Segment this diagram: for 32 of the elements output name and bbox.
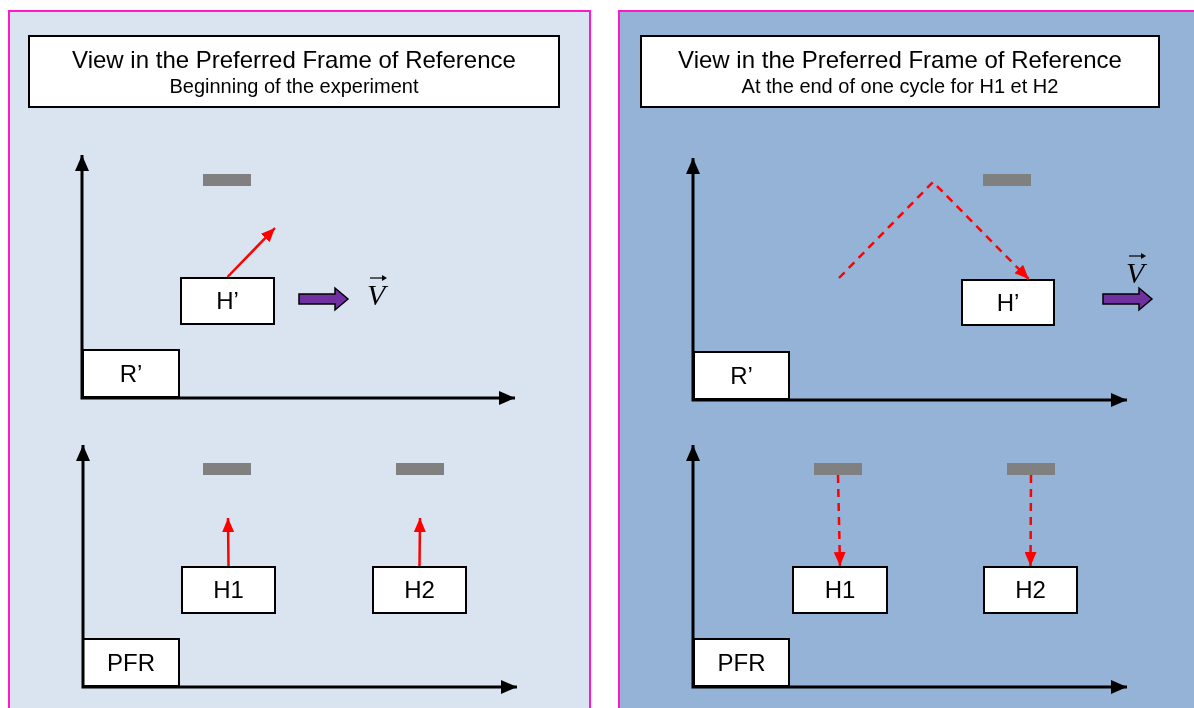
label-box: PFR [693, 638, 790, 687]
title-box [28, 35, 560, 108]
mirror-bar [1007, 463, 1055, 475]
dashed-arrow [838, 180, 1030, 280]
arrow [222, 518, 235, 566]
mirror-bar [203, 463, 251, 475]
mirror-bar [814, 463, 862, 475]
mirror-bar [203, 174, 251, 186]
title-subheading: Beginning of the experiment [169, 73, 419, 98]
mirror-bar [396, 463, 444, 475]
label-box: H1 [181, 566, 276, 614]
title-subheading: At the end of one cycle for H1 et H2 [741, 73, 1059, 98]
label-box: H2 [983, 566, 1078, 614]
title-heading: View in the Preferred Frame of Reference [678, 45, 1122, 74]
label-box: R’ [82, 349, 180, 398]
label-box: H1 [792, 566, 888, 614]
arrow [413, 518, 426, 566]
label-box: H2 [372, 566, 467, 614]
label-box: H’ [961, 279, 1055, 326]
title-box [640, 35, 1160, 108]
panel [8, 10, 591, 708]
label-box: PFR [82, 638, 180, 687]
label-box: R’ [693, 351, 790, 400]
arrow [226, 227, 276, 278]
velocity-label: V [367, 280, 386, 310]
mirror-bar [983, 174, 1031, 186]
title-heading: View in the Preferred Frame of Reference [72, 45, 516, 74]
dashed-arrow [1024, 475, 1037, 566]
dashed-arrow [833, 474, 846, 567]
panel [618, 10, 1194, 708]
label-box: H’ [180, 277, 275, 325]
velocity-label: V [1126, 258, 1145, 288]
